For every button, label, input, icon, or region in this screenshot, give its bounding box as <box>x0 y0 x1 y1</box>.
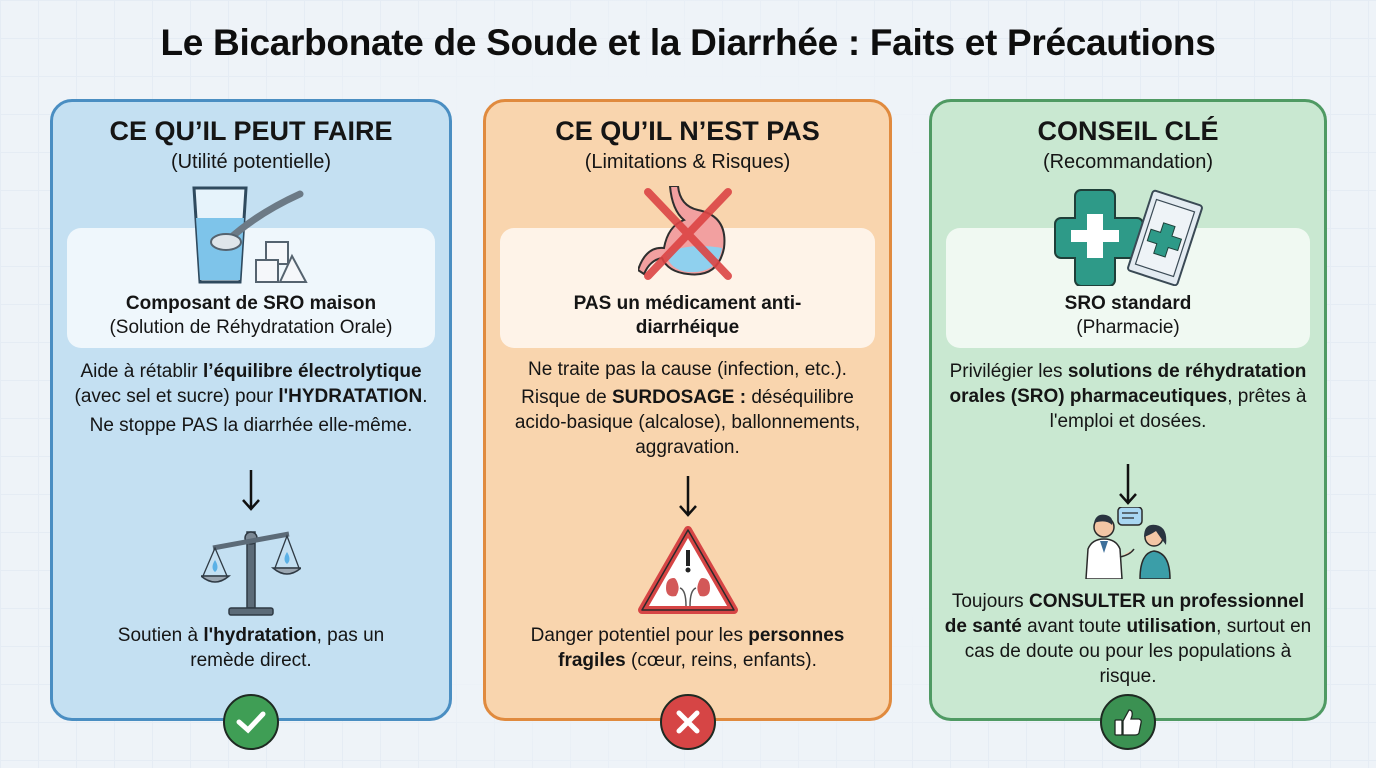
card-key-advice: CONSEIL CLÉ (Recommandation) SRO standar… <box>929 99 1327 750</box>
body-text: Ne traite pas la cause (infection, etc.)… <box>496 357 879 460</box>
stomach-crossed-icon <box>637 186 732 280</box>
card-title: CE QU’IL N’EST PAS <box>555 116 820 146</box>
page-title: Le Bicarbonate de Soude et la Diarrhée :… <box>160 22 1216 63</box>
overdose-risk: Risque de SURDOSAGE : déséquilibre acido… <box>514 387 861 458</box>
card-title: CONSEIL CLÉ <box>1037 116 1219 146</box>
footer-text: Soutien à l'hydratation, pas un remède d… <box>117 625 385 671</box>
card-is-not: CE QU’IL N’EST PAS (Limitations & Risque… <box>483 99 892 750</box>
panel-heading: Composant de SRO maison <box>125 293 377 314</box>
card-subtitle: (Utilité potentielle) <box>170 151 332 173</box>
balance-scale-icon <box>201 531 301 616</box>
warning-kidneys-icon <box>637 526 738 614</box>
thumbs-up-icon <box>1114 709 1142 736</box>
body-text: Aide à rétablir l’équilibre électrolytiq… <box>63 359 439 438</box>
footer-text: Toujours CONSULTER un professionnel de s… <box>944 591 1312 687</box>
glass-water-spoon-sugar-icon <box>192 186 308 284</box>
body-text: Privilégier les solutions de réhydratati… <box>949 361 1307 432</box>
arrow-down-icon <box>678 476 697 517</box>
thumbs-up-badge <box>1100 694 1156 750</box>
arrow-down-icon <box>242 470 260 511</box>
panel-heading: SRO standard <box>1064 293 1192 314</box>
doctor-patient-icon <box>1085 507 1171 579</box>
check-icon <box>236 711 266 734</box>
body-line: Ne traite pas la cause (infection, etc.)… <box>528 359 847 380</box>
cross-icon <box>676 710 699 734</box>
arrow-down-icon <box>1119 464 1137 505</box>
body-note: Ne stoppe PAS la diarrhée elle-même. <box>89 415 413 436</box>
check-badge <box>223 694 279 750</box>
card-can-do: CE QU’IL PEUT FAIRE (Utilité potentielle… <box>50 99 452 750</box>
card-title: CE QU’IL PEUT FAIRE <box>109 116 393 146</box>
panel-subheading: (Solution de Réhydratation Orale) <box>109 317 393 338</box>
footer-text: Danger potentiel pour les personnes frag… <box>530 625 845 671</box>
highlight-panel: Composant de SRO maison (Solution de Réh… <box>67 228 435 348</box>
card-subtitle: (Recommandation) <box>1042 151 1214 173</box>
panel-heading: PAS un médicament anti-diarrhéique <box>573 293 802 338</box>
pharmacy-cross-sachet-icon <box>1054 189 1203 286</box>
cross-badge <box>659 694 716 750</box>
card-subtitle: (Limitations & Risques) <box>584 151 791 173</box>
panel-subheading: (Pharmacie) <box>1076 317 1180 338</box>
